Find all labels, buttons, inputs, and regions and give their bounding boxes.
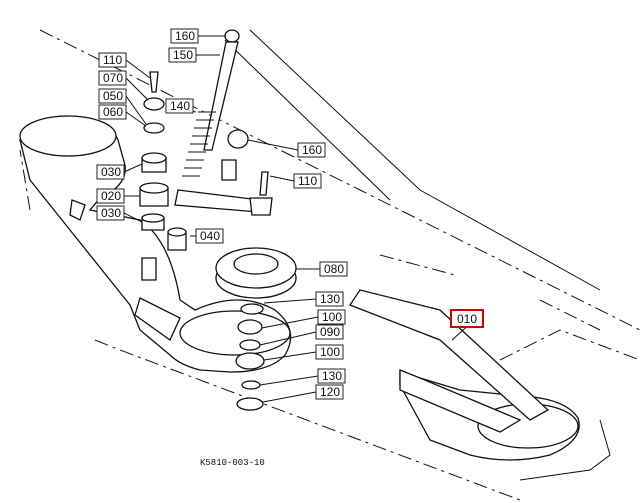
callout-160-top[interactable]: 160 <box>170 28 199 44</box>
svg-text:070: 070 <box>103 71 123 85</box>
callout-150[interactable]: 150 <box>168 47 197 63</box>
svg-text:110: 110 <box>103 53 122 67</box>
callout-020[interactable]: 020 <box>96 188 125 204</box>
svg-text:020: 020 <box>101 189 121 203</box>
callout-110-left[interactable]: 110 <box>98 52 127 68</box>
svg-text:120: 120 <box>320 385 340 399</box>
svg-text:040: 040 <box>200 229 220 243</box>
callout-090[interactable]: 090 <box>315 324 344 340</box>
idler-pulley-assembly <box>215 247 297 411</box>
svg-text:150: 150 <box>173 48 193 62</box>
callout-050[interactable]: 050 <box>98 88 127 104</box>
svg-text:130: 130 <box>322 369 342 383</box>
callout-130-top[interactable]: 130 <box>315 291 344 307</box>
svg-text:030: 030 <box>101 206 121 220</box>
svg-text:100: 100 <box>322 310 342 324</box>
callout-070[interactable]: 070 <box>98 70 127 86</box>
callout-160-right[interactable]: 160 <box>297 142 326 158</box>
svg-text:030: 030 <box>101 165 121 179</box>
svg-text:130: 130 <box>320 292 340 306</box>
svg-text:080: 080 <box>324 262 344 276</box>
callout-120[interactable]: 120 <box>315 384 344 400</box>
belt-010 <box>349 289 550 421</box>
callout-030-top[interactable]: 030 <box>96 164 125 180</box>
svg-text:060: 060 <box>103 105 123 119</box>
callout-010-highlighted[interactable]: 010 <box>450 309 484 328</box>
callout-100-bottom[interactable]: 100 <box>315 344 344 360</box>
svg-text:140: 140 <box>170 99 190 113</box>
svg-text:050: 050 <box>103 89 123 103</box>
callout-110-right[interactable]: 110 <box>293 173 322 189</box>
leader-lines <box>123 35 473 403</box>
left-part-stack <box>139 71 187 281</box>
deck-outline <box>19 29 640 501</box>
callout-100-top[interactable]: 100 <box>317 309 346 325</box>
callout-060[interactable]: 060 <box>98 104 127 120</box>
svg-text:100: 100 <box>320 345 340 359</box>
svg-text:010: 010 <box>457 312 477 326</box>
svg-text:160: 160 <box>175 29 195 43</box>
svg-text:090: 090 <box>320 325 340 339</box>
mower-deck <box>19 115 580 461</box>
svg-text:160: 160 <box>302 143 322 157</box>
callout-140[interactable]: 140 <box>165 98 194 114</box>
callout-080[interactable]: 080 <box>319 261 348 277</box>
callout-130-bottom[interactable]: 130 <box>317 368 346 384</box>
svg-text:110: 110 <box>298 174 317 188</box>
drawing-code: K5810-003-10 <box>200 458 265 468</box>
callout-030-bottom[interactable]: 030 <box>96 205 125 221</box>
tension-assembly <box>174 29 273 216</box>
callout-040[interactable]: 040 <box>195 228 224 244</box>
callouts: 160 150 110 070 050 060 140 030 020 030 … <box>96 28 484 400</box>
